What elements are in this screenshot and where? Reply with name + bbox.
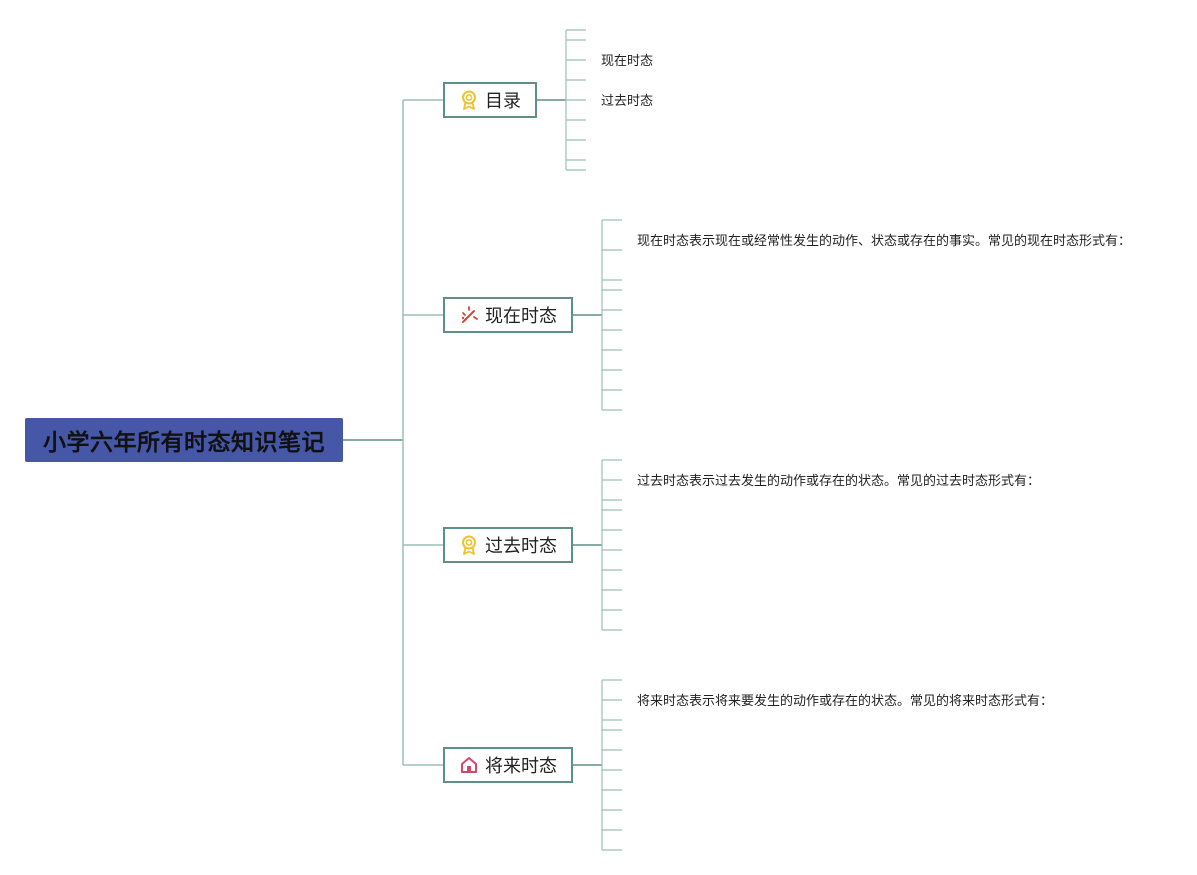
branch-label: 目录 [485,91,521,112]
branch-present-tense[interactable]: 现在时态 [443,297,573,333]
leaf-item[interactable]: 将来时态表示将来要发生的动作或存在的状态。常见的将来时态形式有： [637,694,1054,709]
root-topic[interactable]: 小学六年所有时态知识笔记 [25,418,343,462]
leaf-item[interactable]: 过去时态 [601,94,654,109]
branch-label: 现在时态 [485,306,557,327]
award-icon [459,535,479,555]
leaf-item[interactable]: 过去时态表示过去发生的动作或存在的状态。常见的过去时态形式有： [637,474,1041,489]
branch-future-tense[interactable]: 将来时态 [443,747,573,783]
root-title: 小学六年所有时态知识笔记 [43,430,325,456]
home-icon [459,755,479,775]
award-icon [459,90,479,110]
branch-label: 将来时态 [485,756,557,777]
magic-wand-icon [459,305,479,325]
leaf-item[interactable]: 现在时态 [601,54,654,69]
branch-label: 过去时态 [485,536,557,557]
branch-past-tense[interactable]: 过去时态 [443,527,573,563]
branch-contents[interactable]: 目录 [443,82,537,118]
leaf-item[interactable]: 现在时态表示现在或经常性发生的动作、状态或存在的事实。常见的现在时态形式有： [637,234,1132,249]
